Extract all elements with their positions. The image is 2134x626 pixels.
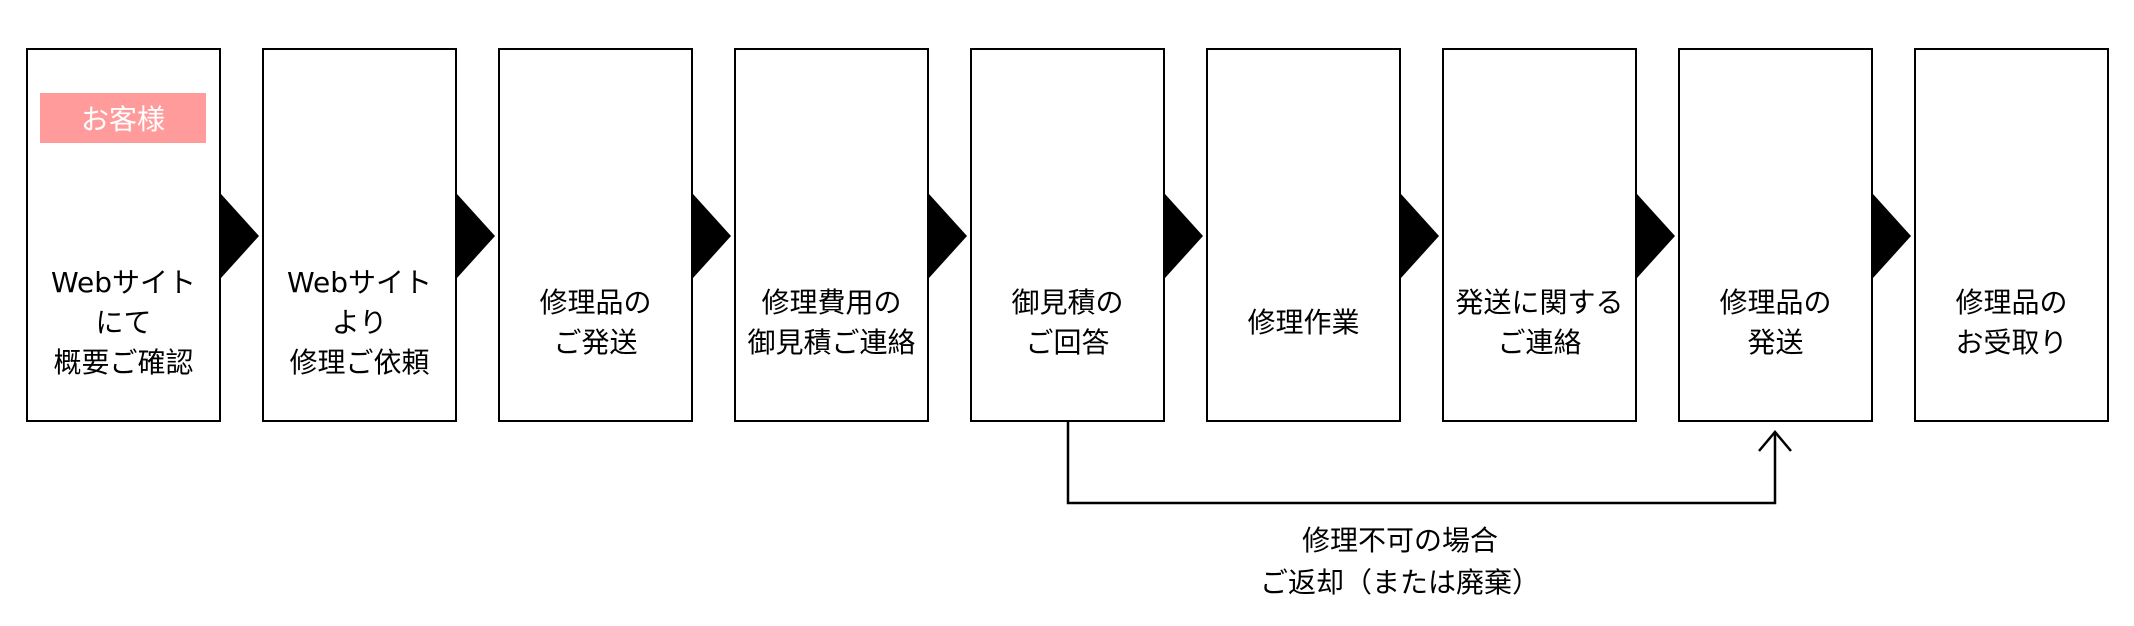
return-note: 修理不可の場合 ご返却（または廃棄） — [1259, 524, 1540, 599]
flow-step-4: 修理費用の 御見積ご連絡 — [734, 48, 929, 422]
flow-chevron-icon — [1873, 194, 1911, 278]
flow-step-label: 修理品の 発送 — [1719, 286, 1832, 359]
flow-chevron-icon — [1401, 194, 1439, 278]
flow-step-6: 修理作業 — [1206, 48, 1401, 422]
flow-step-label: Webサイト より 修理ご依頼 — [286, 266, 433, 379]
flow-step-3: 修理品の ご発送 — [498, 48, 693, 422]
flow-chevron-icon — [1165, 194, 1203, 278]
flow-chevron-icon — [929, 194, 967, 278]
flow-step-2: Webサイト より 修理ご依頼 — [262, 48, 457, 422]
flow-step-label: 発送に関する ご連絡 — [1455, 286, 1624, 359]
customer-badge: お客様 — [40, 93, 206, 143]
flow-step-label: 修理品の ご発送 — [539, 286, 652, 359]
flow-chevron-icon — [457, 194, 495, 278]
flow-step-5: 御見積の ご回答 — [970, 48, 1165, 422]
flow-chevron-icon — [221, 194, 259, 278]
flow-step-label: 修理費用の 御見積ご連絡 — [747, 286, 916, 359]
flow-step-label: Webサイト にて 概要ご確認 — [50, 266, 197, 379]
flow-chevron-icon — [693, 194, 731, 278]
flow-step-label: 御見積の ご回答 — [1011, 286, 1124, 359]
flow-step-7: 発送に関する ご連絡 — [1442, 48, 1637, 422]
flow-step-8: 修理品の 発送 — [1678, 48, 1873, 422]
flow-step-label: 修理品の お受取り — [1955, 286, 2068, 359]
flow-step-9: 修理品の お受取り — [1914, 48, 2109, 422]
flow-chevron-icon — [1637, 194, 1675, 278]
flow-step-label: 修理作業 — [1247, 306, 1360, 339]
arrowhead-up-icon — [1758, 430, 1792, 452]
flow-step-1: お客様 Webサイト にて 概要ご確認 — [26, 48, 221, 422]
